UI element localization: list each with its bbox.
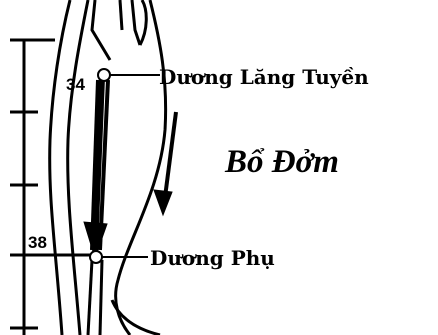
- point-38-marker: [90, 251, 102, 263]
- leg-outline: [50, 0, 166, 335]
- point-38-name: Dương Phụ: [150, 246, 275, 270]
- point-34: 34 Dương Lăng Tuyền: [66, 65, 369, 94]
- point-38: 38 Dương Phụ: [28, 233, 275, 270]
- point-38-number: 38: [28, 233, 47, 252]
- diagram-title: Bổ Đởm: [224, 144, 339, 180]
- point-34-number: 34: [66, 75, 85, 94]
- point-34-name: Dương Lăng Tuyền: [159, 65, 369, 89]
- point-34-marker: [98, 69, 110, 81]
